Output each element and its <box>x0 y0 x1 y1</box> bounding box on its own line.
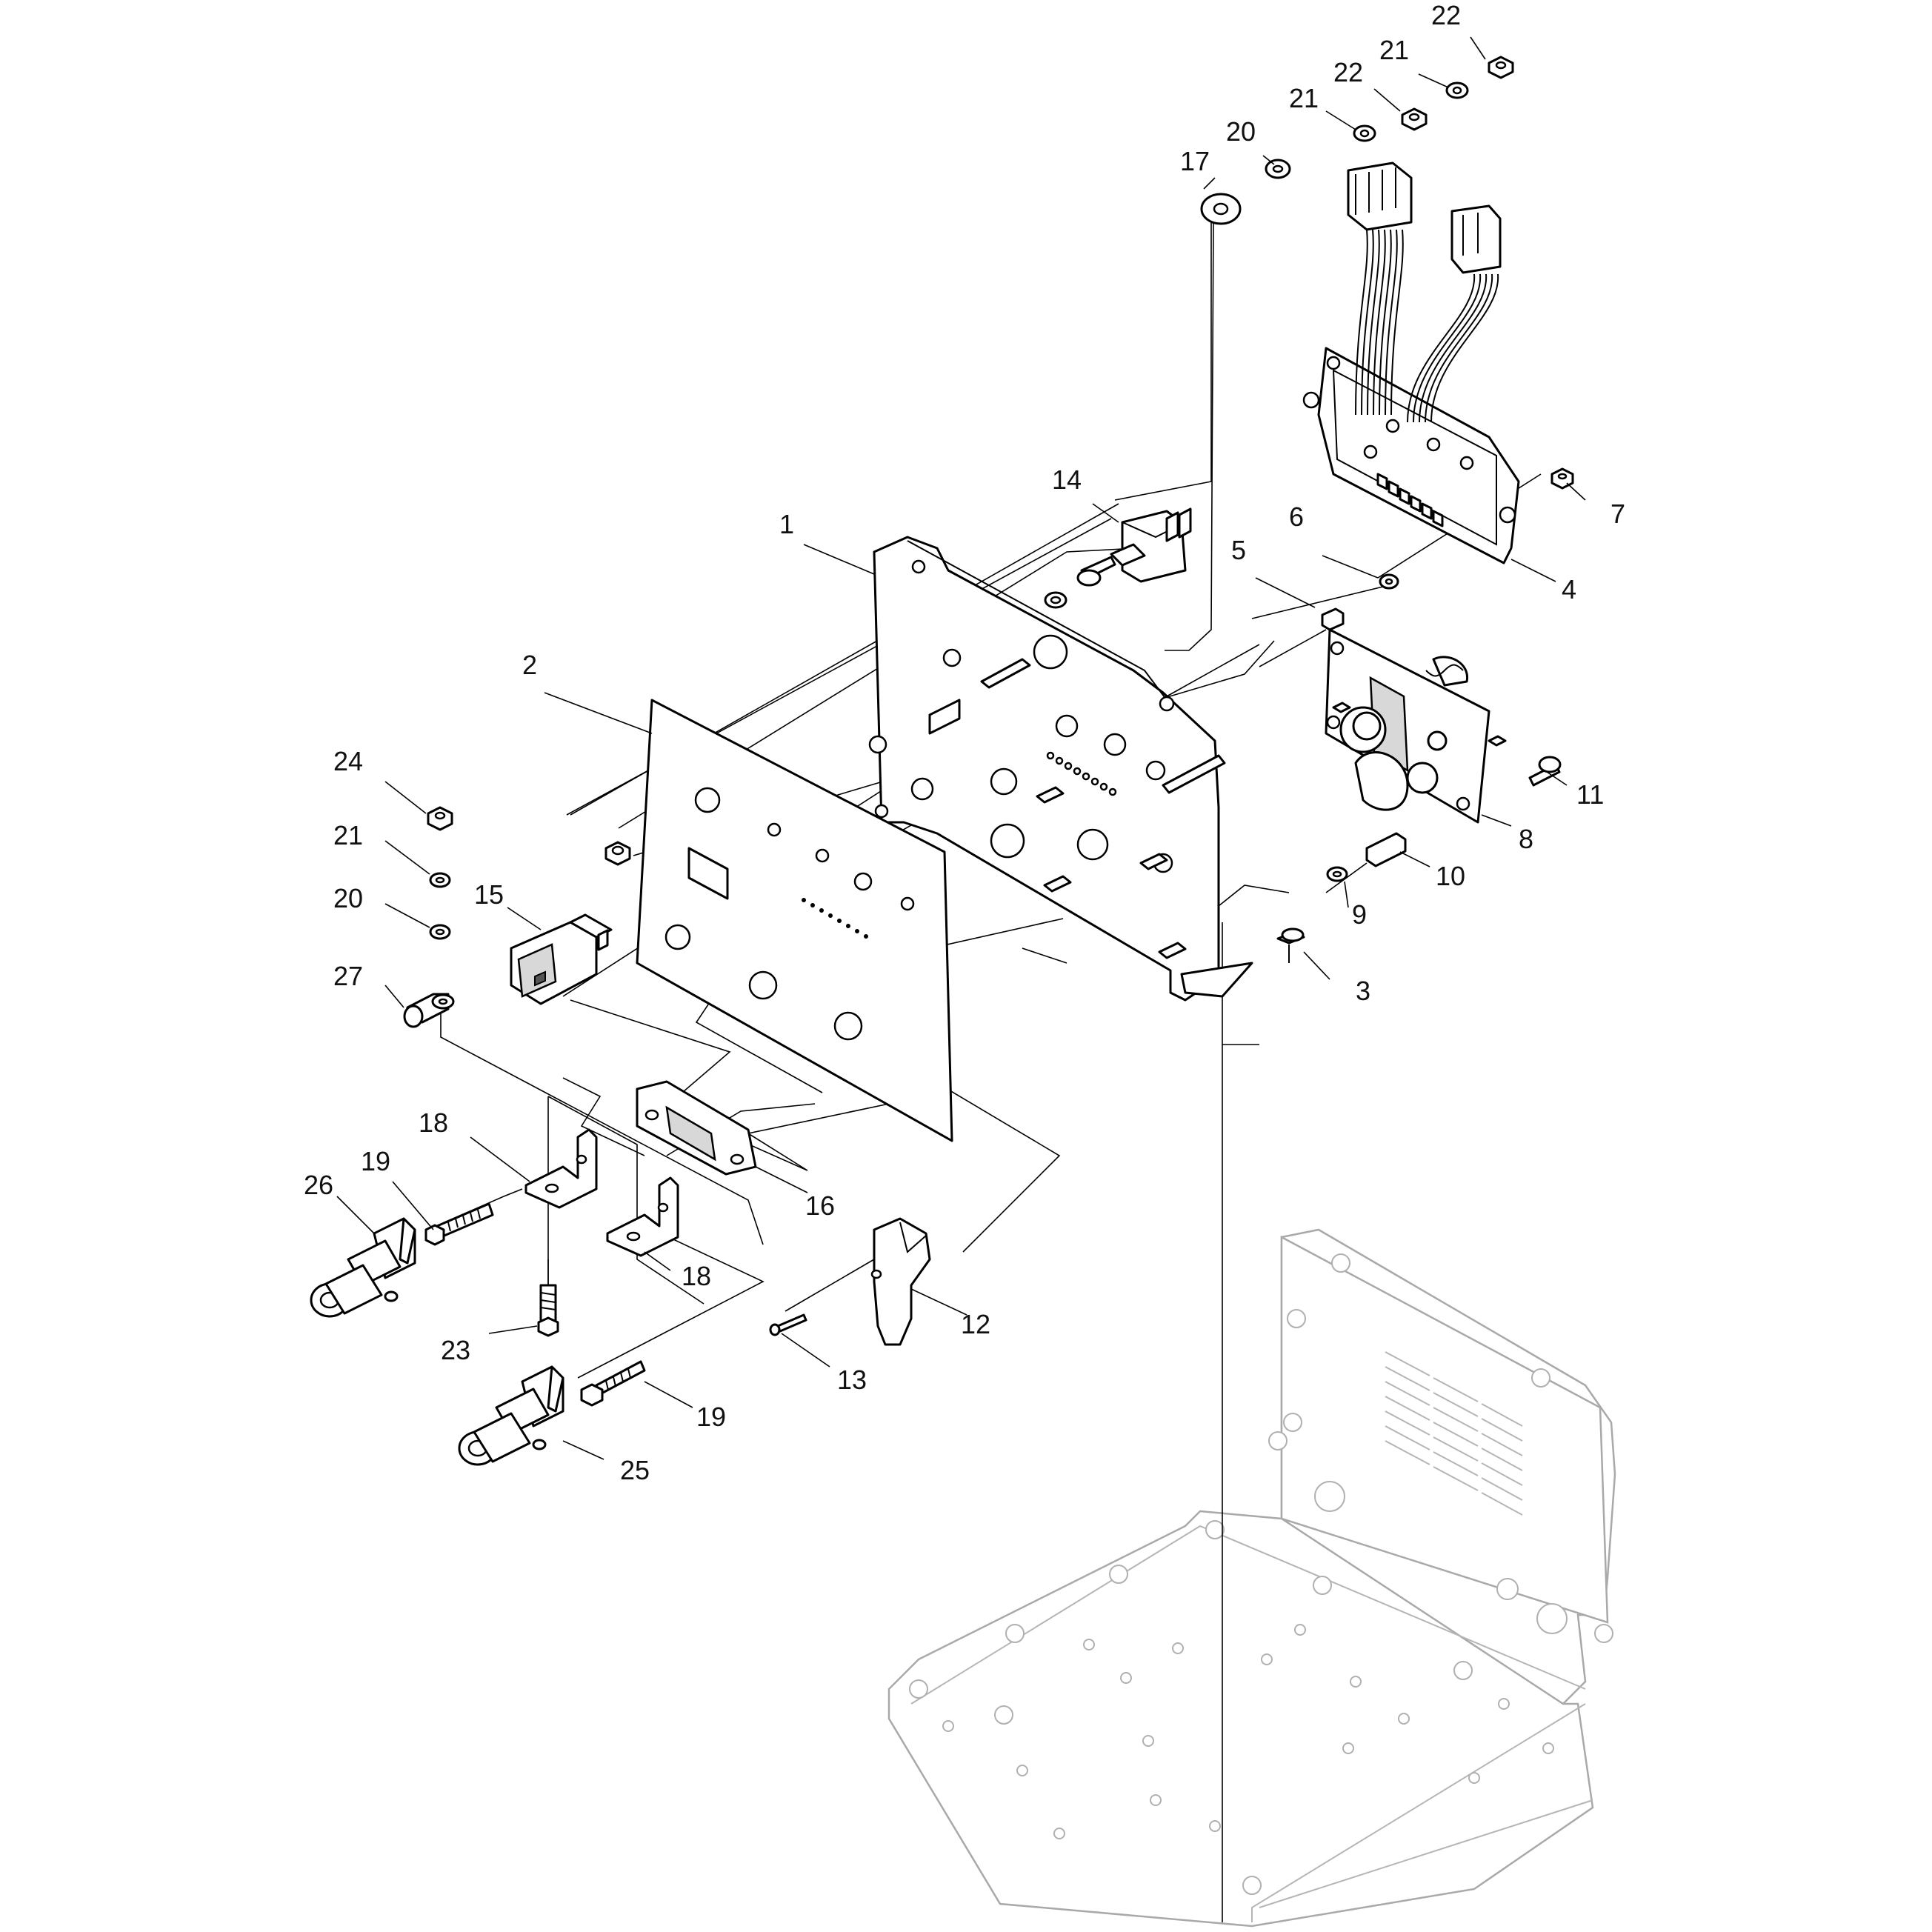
callout-21b: 21 <box>1289 83 1319 113</box>
ground-stack-24-21-20-27 <box>403 806 455 1028</box>
panel-2-led-dots <box>802 898 868 939</box>
rocker-switch-15 <box>510 913 613 1005</box>
bracket-18-upper <box>524 1128 598 1209</box>
screw-13 <box>769 1313 807 1336</box>
panel-2-holes <box>664 787 915 1041</box>
callout-1: 1 <box>779 509 794 539</box>
callout-19a: 19 <box>361 1146 390 1176</box>
callout-25: 25 <box>620 1455 650 1485</box>
callout-21c: 21 <box>333 820 363 850</box>
quick-connector-26 <box>310 1217 416 1318</box>
callout-17: 17 <box>1180 146 1210 176</box>
panel-1-led-dots <box>1046 751 1117 796</box>
callout-27: 27 <box>333 961 363 991</box>
top-fasteners <box>1200 56 1514 225</box>
callout-26: 26 <box>304 1170 333 1200</box>
toggle-switch-14 <box>1076 507 1192 587</box>
callout-20a: 20 <box>1226 116 1256 147</box>
panel-1-holes <box>868 559 1175 873</box>
callout-leaders <box>336 36 1586 1460</box>
ghost-base-holes <box>909 1520 1554 1895</box>
bracket-18-lower <box>606 1176 679 1257</box>
panel-nut <box>604 841 631 866</box>
callout-19b: 19 <box>696 1402 726 1432</box>
callout-4: 4 <box>1562 574 1576 604</box>
board-8-assembly <box>1325 628 1507 824</box>
callout-24: 24 <box>333 746 363 776</box>
callout-8: 8 <box>1519 824 1533 854</box>
callout-20b: 20 <box>333 883 363 913</box>
callout-21a: 21 <box>1379 35 1409 65</box>
overlay-panel-2 <box>636 699 953 1142</box>
callout-22a: 22 <box>1431 0 1461 30</box>
vent-slots <box>1385 1351 1523 1516</box>
callout-9: 9 <box>1352 899 1367 930</box>
callout-5: 5 <box>1231 535 1246 565</box>
board-4-components <box>1363 419 1474 527</box>
callout-16: 16 <box>805 1190 835 1221</box>
bolt-19-lower <box>580 1360 646 1407</box>
callout-23: 23 <box>441 1335 470 1365</box>
callout-11: 11 <box>1576 779 1604 810</box>
small-parts-right <box>1276 467 1574 963</box>
callout-22b: 22 <box>1333 57 1363 87</box>
callout-7: 7 <box>1610 499 1625 529</box>
front-panel-1 <box>868 536 1253 1002</box>
knob-12 <box>870 1217 931 1346</box>
panel-1-standoffs <box>980 658 1226 959</box>
control-board-4 <box>1302 161 1520 564</box>
callout-15: 15 <box>474 879 504 910</box>
quick-connector-25 <box>458 1365 564 1466</box>
ghost-nuts <box>1268 1253 1613 1643</box>
clamp-16 <box>636 1080 757 1176</box>
wire-harness <box>1355 229 1499 423</box>
callout-13: 13 <box>837 1365 867 1395</box>
callout-18b: 18 <box>682 1261 711 1291</box>
callout-3: 3 <box>1356 976 1370 1006</box>
callout-12: 12 <box>961 1309 990 1339</box>
callout-6: 6 <box>1289 502 1304 532</box>
ghost-enclosure <box>887 1228 1616 1928</box>
bolt-23 <box>537 1284 559 1337</box>
callout-18a: 18 <box>419 1107 448 1138</box>
callout-10: 10 <box>1436 861 1465 891</box>
callout-labels: 22 21 22 21 20 17 14 1 6 5 7 4 2 24 21 2… <box>304 0 1625 1485</box>
callout-14: 14 <box>1052 464 1082 495</box>
bolt-19-upper <box>424 1202 494 1246</box>
callout-2: 2 <box>522 650 537 680</box>
